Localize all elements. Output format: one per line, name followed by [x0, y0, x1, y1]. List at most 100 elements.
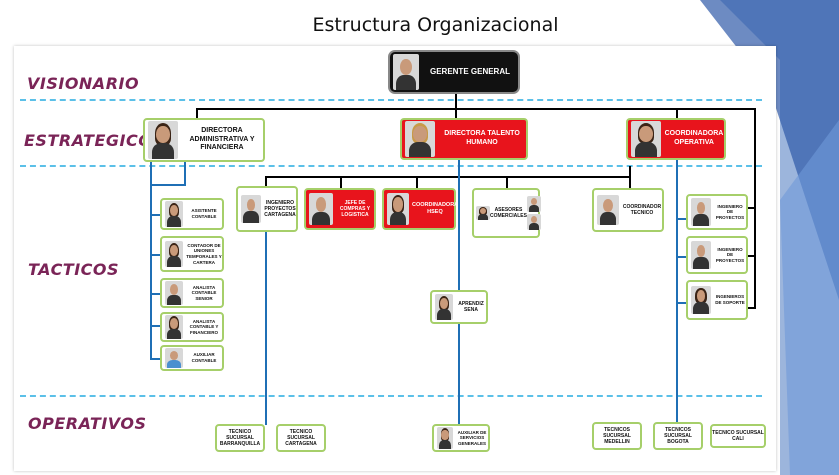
avatar — [241, 195, 261, 223]
tactical-label: ASESORES COMERCIALES — [490, 206, 527, 219]
tactical-label: COORDINADOR TECNICO — [622, 203, 662, 216]
tactical-label: APRENDIZ SENA — [458, 300, 484, 313]
connector-line-blue — [150, 162, 152, 360]
gerente-general-label: GERENTE GENERAL — [429, 67, 510, 76]
admin-staff-box: ANALISTA CONTABLE Y FINANCIERO — [160, 312, 224, 342]
tactical-label: COORDINADORA HSEQ — [412, 202, 459, 215]
connector-line — [676, 108, 678, 120]
avatar — [148, 121, 178, 159]
ops-staff-box: INGENIEROS DE SOPORTE — [686, 280, 748, 320]
gerente-general-box: GERENTE GENERAL — [388, 50, 520, 94]
connector-line — [740, 207, 756, 209]
connector-line — [629, 166, 631, 188]
connector-line-blue — [150, 214, 160, 216]
tactical-box: INGENIERO PROYECTOS CARTAGENA — [236, 186, 298, 232]
admin-staff-box: AUXILIAR CONTABLE — [160, 345, 224, 371]
director-admin-box: DIRECTORA ADMINISTRATIVA Y FINANCIERA — [143, 118, 265, 162]
connector-line-blue — [676, 160, 678, 425]
connector-line-blue — [150, 325, 160, 327]
connector-line — [506, 176, 508, 188]
connector-line-blue — [676, 302, 686, 304]
avatar — [526, 214, 541, 230]
operativo-label: TECNICOS SUCURSAL BOGOTA — [664, 426, 692, 446]
admin-staff-box: ASISTENTE CONTABLE — [160, 198, 224, 230]
connector-line — [455, 108, 457, 120]
avatar — [437, 427, 453, 449]
org-chart-panel — [14, 46, 776, 471]
operativo-box: AUXILIAR DE SERVICIOS GENERALES — [432, 424, 490, 452]
ops-staff-label: INGENIERO DE PROYECTOS — [715, 246, 745, 263]
level-visionario: VISIONARIO — [27, 74, 140, 93]
coord-operativa-box: COORDINADORA OPERATIVA — [626, 118, 726, 160]
operativo-label: TECNICO SUCURSAL BARRANQUILLA — [219, 428, 261, 448]
separator-line — [20, 99, 762, 101]
admin-staff-label: CONTADOR DE UNIONES TEMPORALES Y CARTERA — [186, 242, 222, 265]
admin-staff-label: ASISTENTE CONTABLE — [191, 208, 217, 219]
connector-line-blue — [150, 254, 160, 256]
avatar — [597, 195, 619, 225]
admin-staff-label: ANALISTA CONTABLE SENIOR — [191, 284, 217, 301]
avatar — [393, 54, 419, 90]
level-estrategicos: ESTRATEGICOS — [24, 131, 165, 150]
avatar-group — [476, 206, 490, 220]
avatar — [165, 315, 183, 339]
director-admin-label: DIRECTORA ADMINISTRATIVA Y FINANCIERA — [189, 126, 255, 152]
slide-title: Estructura Organizacional — [312, 14, 559, 36]
avatar — [165, 281, 183, 305]
avatar — [526, 196, 541, 212]
avatar — [476, 206, 490, 220]
avatar — [165, 201, 183, 227]
ops-staff-box: INGENIERO DE PROYECTOS — [686, 194, 748, 230]
avatar — [691, 241, 711, 269]
avatar-group — [526, 196, 541, 230]
tactical-box: ASESORES COMERCIALES — [472, 188, 541, 238]
separator-line — [20, 165, 762, 167]
admin-staff-label: ANALISTA CONTABLE Y FINANCIERO — [189, 318, 219, 335]
connector-line — [196, 108, 756, 110]
operativo-box: TECNICOS SUCURSAL BOGOTA — [653, 422, 703, 450]
connector-line — [340, 176, 342, 188]
director-talento-box: DIRECTORA TALENTO HUMANO — [400, 118, 528, 160]
tactical-box: APRENDIZ SENA — [430, 290, 488, 324]
operativo-label: TECNICOS SUCURSAL MEDELLIN — [603, 426, 631, 446]
coord-operativa-label: COORDINADORA OPERATIVA — [664, 130, 724, 146]
operativo-box: TECNICOS SUCURSAL MEDELLIN — [592, 422, 642, 450]
avatar — [405, 121, 435, 157]
admin-staff-box: CONTADOR DE UNIONES TEMPORALES Y CARTERA — [160, 236, 224, 272]
ops-staff-label: INGENIEROS DE SOPORTE — [715, 294, 745, 305]
avatar — [631, 121, 661, 157]
avatar — [309, 193, 333, 225]
tactical-box-red: JEFE DE COMPRAS Y LOGISTICA — [304, 188, 376, 230]
operativo-box: TECNICO SUCURSAL CARTAGENA — [276, 424, 326, 452]
connector-line — [740, 255, 756, 257]
connector-line-blue — [265, 232, 267, 425]
admin-staff-box: ANALISTA CONTABLE SENIOR — [160, 278, 224, 308]
avatar — [435, 294, 453, 320]
avatar — [691, 286, 711, 314]
level-operativos: OPERATIVOS — [28, 414, 147, 433]
connector-line — [196, 108, 198, 120]
connector-line — [740, 307, 756, 309]
connector-line-blue — [676, 256, 686, 258]
tactical-label: INGENIERO PROYECTOS CARTAGENA — [264, 199, 296, 219]
tactical-label: JEFE DE COMPRAS Y LOGISTICA — [339, 199, 371, 219]
ops-staff-box: INGENIERO DE PROYECTOS — [686, 236, 748, 274]
connector-line — [455, 93, 457, 109]
avatar — [165, 241, 183, 267]
tactical-box-red: COORDINADORA HSEQ — [382, 188, 459, 230]
admin-staff-label: AUXILIAR CONTABLE — [191, 352, 217, 363]
connector-line-blue — [184, 160, 186, 186]
connector-line — [416, 176, 418, 188]
connector-line — [265, 176, 631, 178]
operativo-label: AUXILIAR DE SERVICIOS GENERALES — [457, 429, 487, 446]
connector-line-blue — [150, 358, 160, 360]
avatar — [691, 198, 711, 226]
avatar — [165, 348, 183, 368]
operativo-label: TECNICO SUCURSAL CARTAGENA — [285, 428, 317, 448]
ops-staff-label: INGENIERO DE PROYECTOS — [715, 203, 745, 220]
connector-line-blue — [150, 293, 160, 295]
connector-line-blue — [150, 184, 186, 186]
operativo-label: TECNICO SUCURSAL CALI — [712, 429, 764, 442]
level-tacticos: TACTICOS — [28, 260, 120, 279]
